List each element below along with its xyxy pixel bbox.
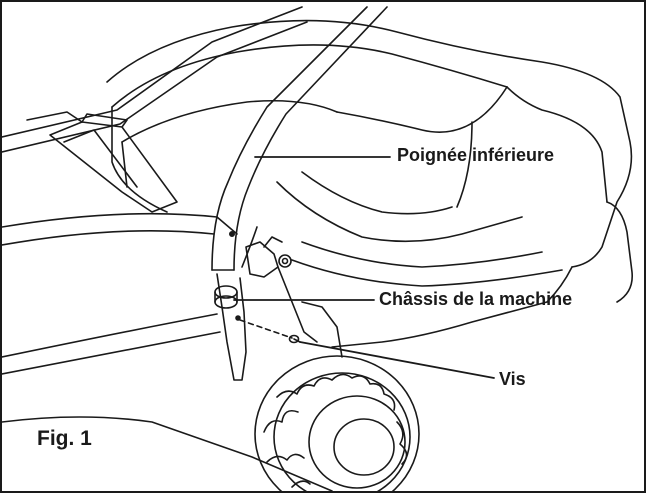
figure-caption: Fig. 1 — [37, 427, 92, 450]
mower-body — [2, 6, 333, 491]
screw-assembly — [239, 319, 301, 344]
callout-screw: Vis — [499, 369, 526, 389]
rear-flap — [26, 111, 178, 213]
callout-lower-handle: Poignée inférieure — [397, 145, 555, 165]
rear-wheel — [254, 355, 420, 491]
lower-handle-tube — [211, 6, 388, 271]
callout-machine-chassis: Châssis de la machine — [379, 289, 573, 309]
leader-lines — [233, 156, 495, 379]
chassis-bracket — [214, 236, 343, 381]
grass-catcher — [106, 19, 634, 348]
